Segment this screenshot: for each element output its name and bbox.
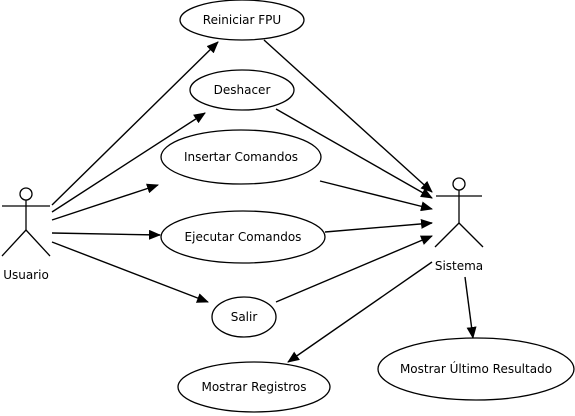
- assoc-insertar-comandos-sistema: [319, 180, 433, 212]
- actor-sistema-right-leg: [458, 222, 484, 248]
- assoc-usuario-reiniciar-fpu: [51, 41, 219, 206]
- use-case-ejecutar-comandos: Ejecutar Comandos: [160, 210, 326, 264]
- actor-usuario-label: Usuario: [3, 268, 49, 282]
- assoc-usuario-deshacer: [51, 112, 206, 213]
- use-case-mostrar-registros-shape: [177, 361, 331, 413]
- use-case-deshacer: Deshacer: [189, 69, 295, 111]
- assoc-salir-sistema: [275, 235, 433, 303]
- actor-usuario: Usuario: [1, 187, 51, 282]
- actor-sistema-label: Sistema: [435, 259, 483, 273]
- use-case-ejecutar-comandos-label: Ejecutar Comandos: [185, 230, 302, 244]
- actor-sistema-head: [452, 177, 466, 191]
- use-case-reiniciar-fpu-label: Reiniciar FPU: [203, 13, 281, 27]
- actor-usuario-left-leg: [1, 229, 27, 257]
- assoc-reiniciar-fpu-sistema: [263, 39, 433, 193]
- use-case-salir-shape: [211, 296, 277, 338]
- use-case-insertar-comandos-label: Insertar Comandos: [184, 150, 298, 164]
- use-case-reiniciar-fpu: Reiniciar FPU: [179, 0, 305, 41]
- use-case-insertar-comandos: Insertar Comandos: [160, 129, 322, 185]
- actor-usuario-right-leg: [25, 229, 51, 257]
- actor-usuario-head: [19, 187, 33, 201]
- use-case-ejecutar-comandos-shape: [160, 210, 326, 264]
- actor-sistema-left-leg: [434, 222, 460, 248]
- use-case-salir-label: Salir: [231, 310, 258, 324]
- assoc-usuario-insertar-comandos: [51, 183, 159, 221]
- use-case-mostrar-registros: Mostrar Registros: [177, 361, 331, 413]
- use-case-salir: Salir: [211, 296, 277, 338]
- use-case-mostrar-ultimo-resultado-shape: [377, 337, 575, 401]
- assoc-sistema-mostrar-registros: [287, 261, 433, 363]
- actor-sistema: Sistema: [434, 177, 484, 273]
- use-case-mostrar-ultimo-resultado-label: Mostrar Último Resultado: [400, 361, 552, 376]
- use-case-mostrar-ultimo-resultado: Mostrar Último Resultado: [377, 337, 575, 401]
- use-case-reiniciar-fpu-shape: [179, 0, 305, 41]
- use-case-insertar-comandos-shape: [160, 129, 322, 185]
- use-case-deshacer-label: Deshacer: [214, 83, 271, 97]
- assoc-deshacer-sistema: [275, 108, 433, 199]
- assoc-usuario-salir: [51, 241, 209, 303]
- use-case-deshacer-shape: [189, 69, 295, 111]
- assoc-usuario-ejecutar-comandos: [51, 229, 161, 240]
- assoc-sistema-mostrar-ultimo-resultado: [464, 276, 477, 339]
- assoc-ejecutar-comandos-sistema: [324, 218, 433, 233]
- use-case-mostrar-registros-label: Mostrar Registros: [201, 380, 306, 394]
